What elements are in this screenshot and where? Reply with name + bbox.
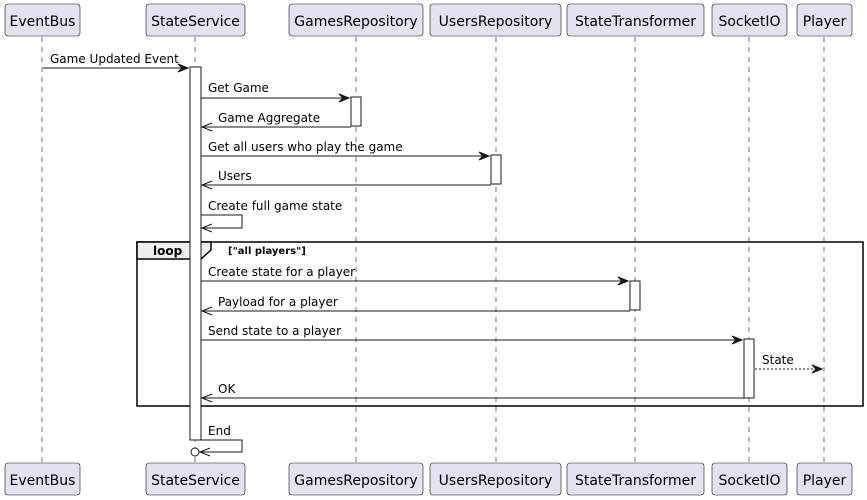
participant-label: EventBus xyxy=(10,14,76,30)
participant-label: StateTransformer xyxy=(575,473,696,489)
participant-usersrepository-top: UsersRepository xyxy=(429,3,562,37)
participant-label: EventBus xyxy=(10,473,76,489)
participant-label: SocketIO xyxy=(718,473,780,489)
loop-condition: ["all players"] xyxy=(228,246,306,257)
loop-frame xyxy=(136,241,864,407)
participant-label: Player xyxy=(803,473,847,489)
message-label: OK xyxy=(218,382,236,396)
participant-label: SocketIO xyxy=(718,14,780,30)
participant-socketio-top: SocketIO xyxy=(711,3,788,37)
message-label: Get all users who play the game xyxy=(208,140,403,154)
message-get-all-users: Get all users who play the game xyxy=(201,140,491,161)
participant-socketio-bottom: SocketIO xyxy=(711,462,788,496)
message-create-full-game-state: Create full game state xyxy=(200,199,342,233)
message-game-aggregate: Game Aggregate xyxy=(200,111,351,132)
message-game-updated-event: Game Updated Event xyxy=(43,52,190,73)
loop-keyword: loop xyxy=(153,244,183,258)
participant-label: Player xyxy=(803,14,847,30)
message-send-state-to-player: Send state to a player xyxy=(201,324,744,345)
message-ok: OK xyxy=(200,382,744,403)
participant-player-bottom: Player xyxy=(796,462,853,496)
message-users: Users xyxy=(200,169,491,190)
participant-label: GamesRepository xyxy=(294,14,417,30)
message-state: State xyxy=(755,353,824,374)
message-label: Payload for a player xyxy=(218,295,338,309)
message-create-state-for-player: Create state for a player xyxy=(201,265,630,286)
participant-label: StateTransformer xyxy=(575,14,696,30)
message-label: Game Aggregate xyxy=(218,111,320,125)
message-label: Get Game xyxy=(208,81,269,95)
end-marker xyxy=(190,447,200,457)
participant-label: StateService xyxy=(151,14,240,30)
participant-label: UsersRepository xyxy=(439,473,553,489)
participant-player-top: Player xyxy=(796,3,853,37)
participant-eventbus-top: EventBus xyxy=(4,3,81,37)
participant-statetransformer-top: StateTransformer xyxy=(566,3,705,37)
message-label: State xyxy=(762,353,794,367)
participant-eventbus-bottom: EventBus xyxy=(4,462,81,496)
participant-gamesrepository-top: GamesRepository xyxy=(288,3,424,37)
message-get-game: Get Game xyxy=(201,81,351,103)
activation-stateservice xyxy=(189,66,202,441)
activation-socketio xyxy=(743,338,755,399)
activation-statetransformer xyxy=(629,280,641,311)
participant-label: UsersRepository xyxy=(439,14,553,30)
message-label: End xyxy=(208,424,231,438)
participant-stateservice-bottom: StateService xyxy=(145,462,246,496)
message-label: Game Updated Event xyxy=(50,52,179,66)
participant-label: GamesRepository xyxy=(294,473,417,489)
participant-label: StateService xyxy=(151,473,240,489)
participant-statetransformer-bottom: StateTransformer xyxy=(566,462,705,496)
participant-stateservice-top: StateService xyxy=(145,3,246,37)
activation-usersrepository xyxy=(490,154,502,185)
message-label: Users xyxy=(218,169,252,183)
activation-gamesrepository xyxy=(350,96,362,127)
participant-gamesrepository-bottom: GamesRepository xyxy=(288,462,424,496)
participant-usersrepository-bottom: UsersRepository xyxy=(429,462,562,496)
message-label: Send state to a player xyxy=(208,324,341,338)
message-end: End xyxy=(190,424,243,457)
message-payload-for-player: Payload for a player xyxy=(200,295,630,316)
message-label: Create state for a player xyxy=(208,265,355,279)
message-label: Create full game state xyxy=(208,199,342,213)
